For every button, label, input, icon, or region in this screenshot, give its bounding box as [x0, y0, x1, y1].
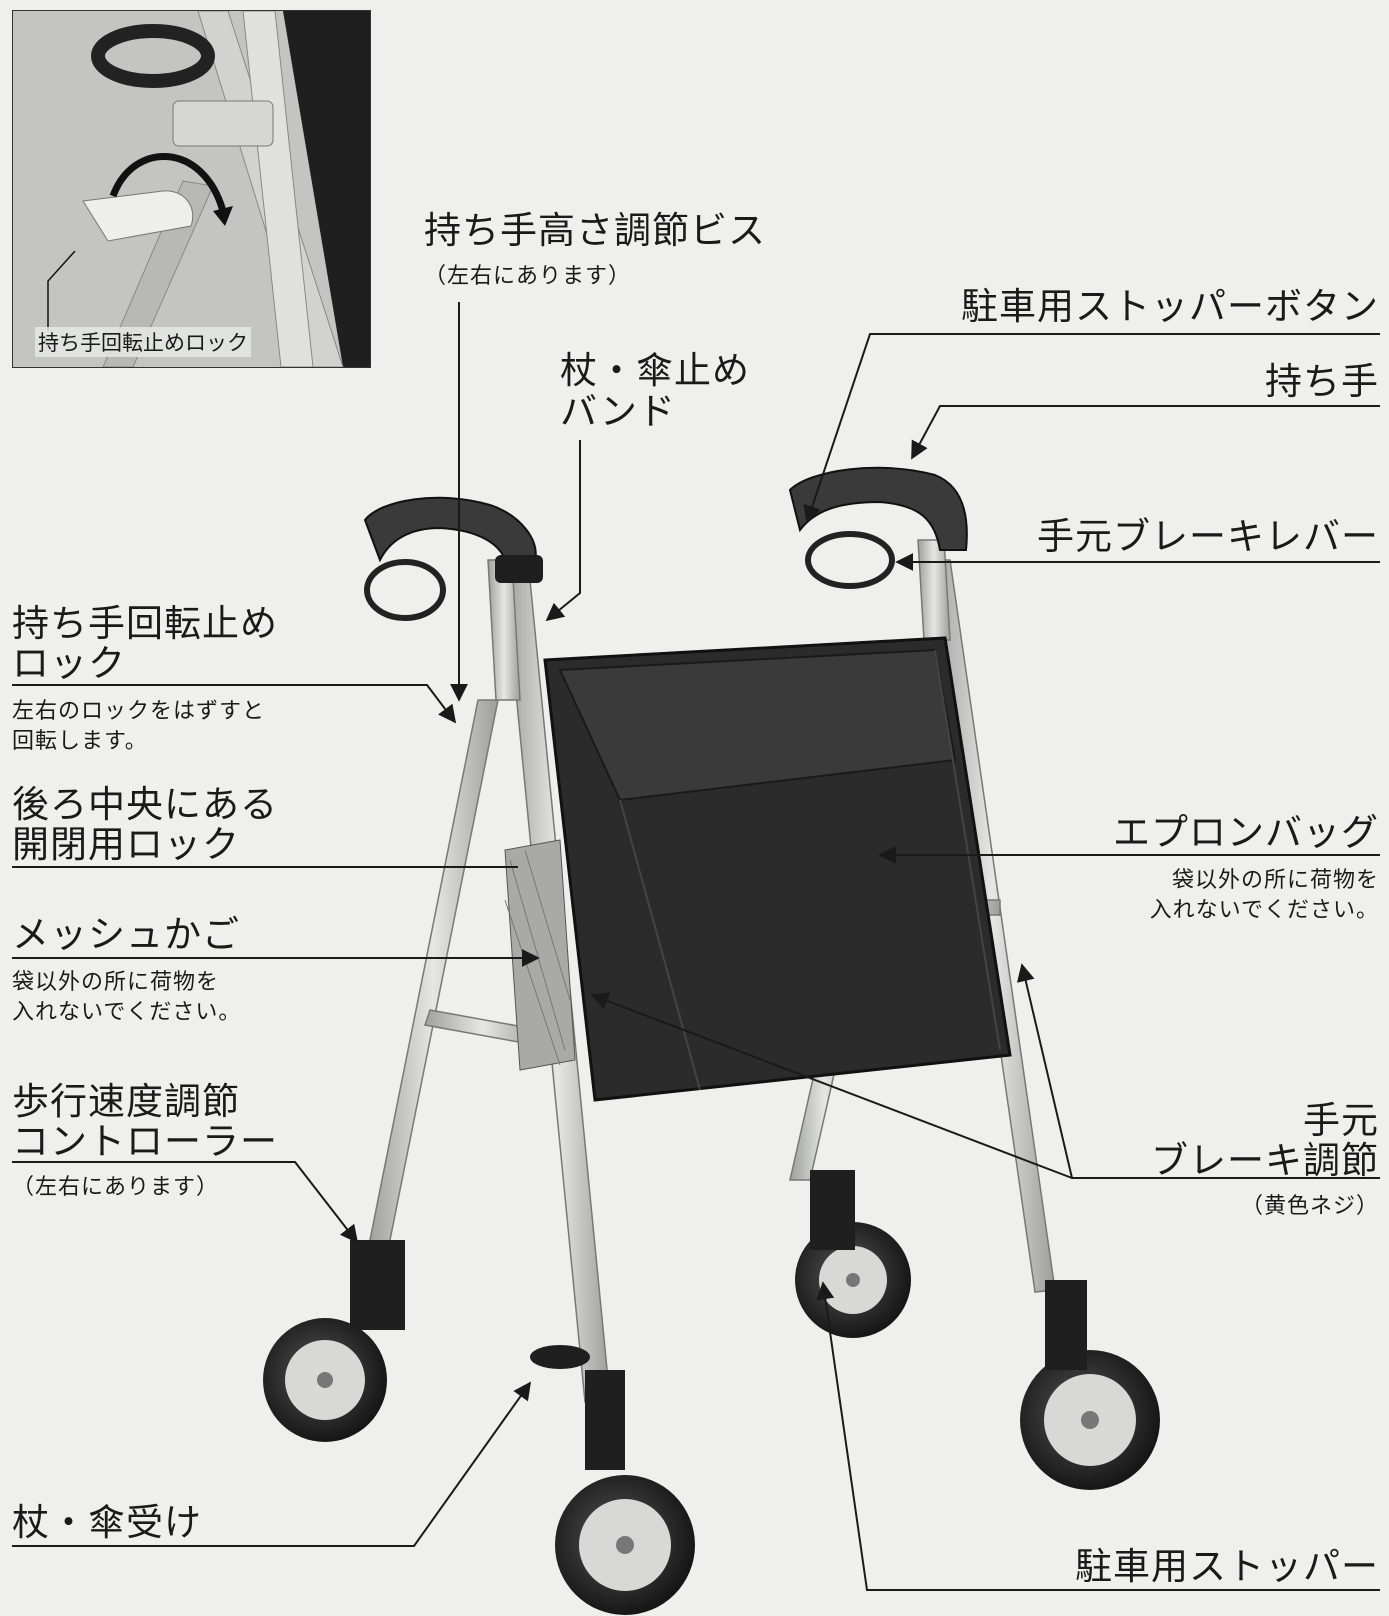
label-cane-band-line2: バンド	[560, 390, 676, 433]
label-handle: 持ち手	[1265, 360, 1379, 403]
label-rotation-lock-line1: 持ち手回転止め	[12, 602, 278, 645]
note-apron-bag-line2: 入れないでください。	[1149, 898, 1379, 923]
note-rotation-lock-line2: 回転します。	[12, 729, 148, 754]
inset-illustration	[13, 11, 370, 367]
label-handle-height-screw: 持ち手高さ調節ビス	[424, 209, 766, 252]
note-rotation-lock-line1: 左右のロックをはずすと	[12, 699, 266, 724]
mesh-basket	[504, 839, 576, 1071]
label-apron-bag: エプロンバッグ	[1113, 811, 1379, 854]
label-parking-stopper: 駐車用ストッパー	[1075, 1545, 1379, 1588]
label-rear-lock-line1: 後ろ中央にある	[12, 783, 278, 826]
wheels	[263, 1170, 1160, 1615]
label-hand-brake-lever: 手元ブレーキレバー	[1037, 515, 1379, 558]
note-apron-bag-line1: 袋以外の所に荷物を	[1171, 868, 1379, 893]
label-speed-control-line2: コントローラー	[12, 1120, 278, 1163]
apron-bag	[543, 636, 1012, 1102]
label-brake-adjust-line1: 手元	[1303, 1099, 1379, 1142]
note-mesh-basket-line2: 入れないでください。	[12, 1000, 242, 1025]
label-parking-button: 駐車用ストッパーボタン	[961, 285, 1379, 328]
label-speed-control-line1: 歩行速度調節	[12, 1080, 240, 1123]
leader-lines	[12, 302, 1380, 1591]
note-speed-control: （左右にあります）	[12, 1175, 220, 1200]
label-cane-holder: 杖・傘受け	[12, 1501, 202, 1544]
handle-grips	[363, 466, 968, 621]
note-handle-height-screw: （左右にあります）	[424, 264, 632, 289]
inset-caption: 持ち手回転止めロック	[35, 327, 251, 357]
inset-closeup: 持ち手回転止めロック	[12, 10, 371, 368]
label-rear-lock-line2: 開閉用ロック	[12, 823, 240, 866]
label-rotation-lock-line2: ロック	[12, 642, 126, 685]
label-brake-adjust-line2: ブレーキ調節	[1151, 1139, 1379, 1182]
label-cane-band-line1: 杖・傘止め	[560, 349, 750, 392]
note-mesh-basket-line1: 袋以外の所に荷物を	[12, 970, 220, 995]
note-brake-adjust: （黄色ネジ）	[1240, 1194, 1379, 1219]
label-mesh-basket: メッシュかご	[12, 913, 240, 956]
